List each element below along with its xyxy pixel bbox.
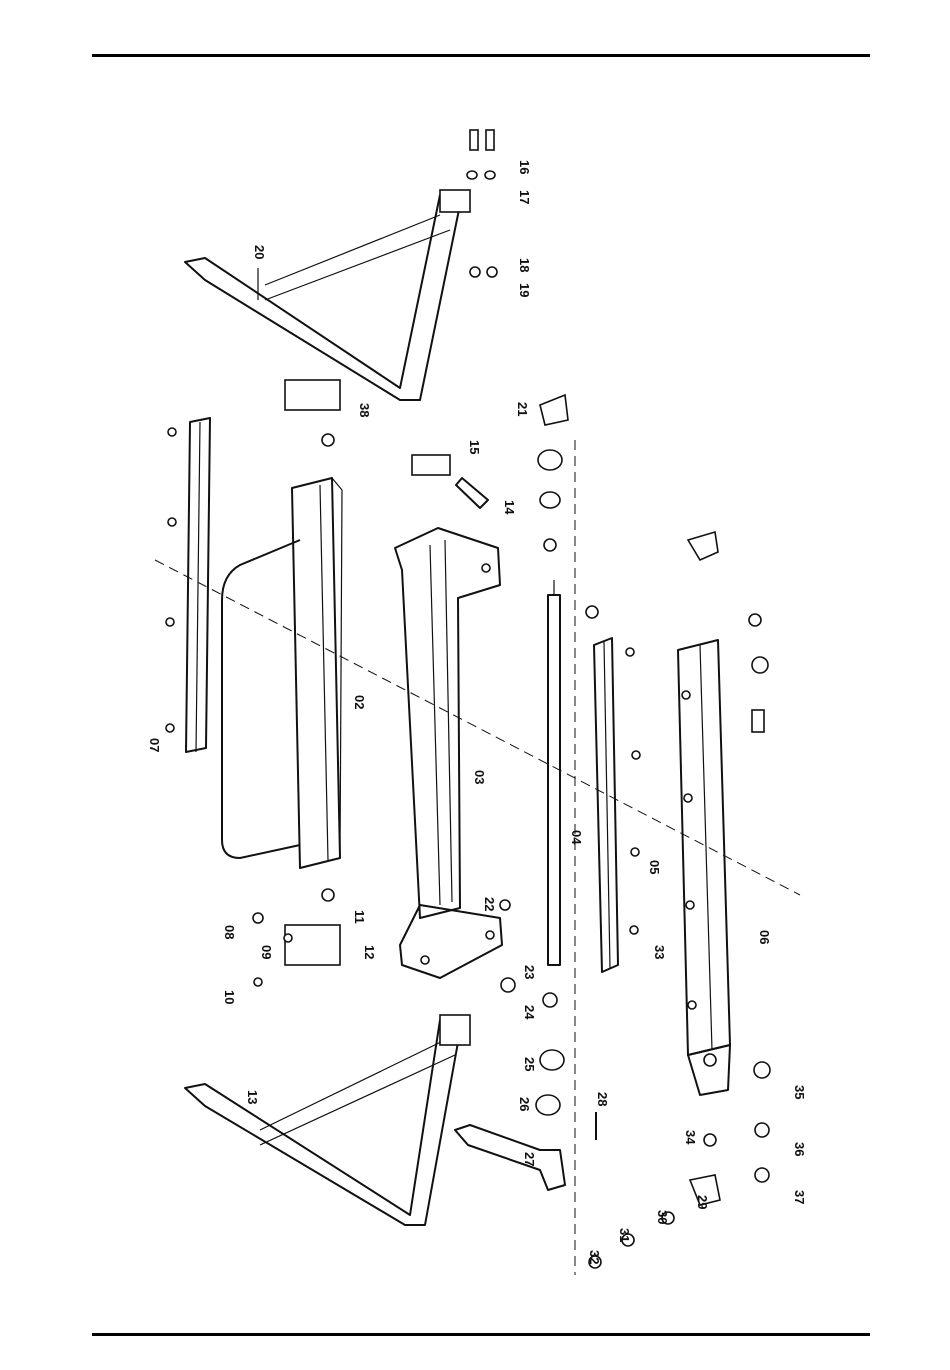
callout-10: 10 (222, 990, 237, 1004)
callout-18: 18 (517, 258, 532, 272)
callout-15: 15 (467, 440, 482, 454)
callout-23: 23 (522, 965, 537, 979)
callout-19: 19 (517, 283, 532, 297)
callout-36: 36 (792, 1142, 807, 1156)
hardware-pieces (253, 130, 770, 1268)
callout-38: 38 (357, 403, 372, 417)
callout-12: 12 (362, 945, 377, 959)
handle-bar (222, 540, 300, 858)
callout-21: 21 (515, 402, 530, 416)
callout-13: 13 (245, 1090, 260, 1104)
callout-17: 17 (517, 190, 532, 204)
threaded-shaft (548, 580, 560, 965)
callout-07: 07 (147, 738, 162, 752)
callout-31: 31 (617, 1228, 632, 1242)
callout-28: 28 (595, 1092, 610, 1106)
callout-35: 35 (792, 1085, 807, 1099)
callout-29: 29 (695, 1195, 710, 1209)
frame-leg-lower (185, 1015, 470, 1225)
callout-33: 33 (652, 945, 667, 959)
callout-04: 04 (569, 830, 584, 845)
angle-strip (594, 638, 640, 972)
inner-column (292, 478, 342, 868)
callout-32: 32 (587, 1250, 602, 1264)
callout-20: 20 (252, 245, 267, 259)
callout-03: 03 (472, 770, 487, 784)
assembly-center-line (155, 560, 800, 895)
callout-24: 24 (522, 1005, 537, 1020)
callout-06: 06 (757, 930, 772, 944)
callout-30: 30 (655, 1210, 670, 1224)
callout-16: 16 (517, 160, 532, 174)
callout-11: 11 (352, 910, 367, 924)
callout-labels: 02 03 04 05 06 07 08 09 10 11 12 13 14 15 16 17 18 19 20 21… (147, 160, 807, 1264)
frame-leg-upper (185, 190, 470, 400)
callout-25: 25 (522, 1057, 537, 1071)
outer-tube (678, 640, 730, 1095)
callout-09: 09 (259, 945, 274, 959)
callout-14: 14 (502, 500, 517, 515)
callout-27: 27 (522, 1152, 537, 1166)
callout-34: 34 (683, 1130, 698, 1145)
callout-08: 08 (222, 925, 237, 939)
callout-37: 37 (792, 1190, 807, 1204)
callout-05: 05 (647, 860, 662, 874)
callout-26: 26 (517, 1097, 532, 1111)
callout-22: 22 (482, 897, 497, 911)
callout-02: 02 (352, 695, 367, 709)
